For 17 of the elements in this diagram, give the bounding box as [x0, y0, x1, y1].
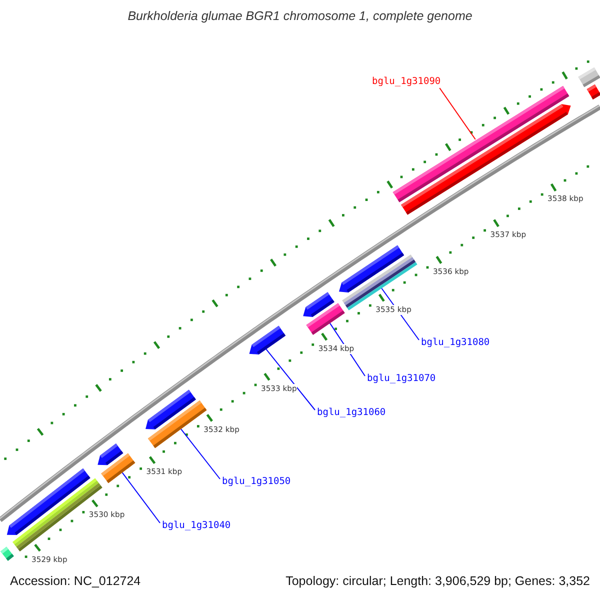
- gene-label: bglu_1g31050: [222, 476, 291, 488]
- accession-text: Accession: NC_012724: [10, 574, 141, 589]
- gene-feature: [249, 326, 286, 354]
- gene-label: bglu_1g31080: [421, 337, 490, 349]
- leader-line: [122, 472, 160, 524]
- gene-bar: [392, 86, 570, 202]
- gene-label: bglu_1g31060: [317, 407, 386, 419]
- title: Burkholderia glumae BGR1 chromosome 1, complete genome: [126, 9, 474, 24]
- gene-label: bglu_1g31090: [372, 76, 441, 88]
- genome-info-text: Topology: circular; Length: 3,906,529 bp; Genes: 3,352: [286, 574, 590, 589]
- gene-label: bglu_1g31070: [367, 373, 436, 385]
- gene-bar: [101, 453, 136, 484]
- leader-line: [180, 428, 220, 480]
- gene-label: bglu_1g31040: [162, 520, 231, 532]
- gene-bar: [306, 303, 345, 335]
- leader-line: [266, 348, 316, 410]
- leader-line: [439, 88, 476, 140]
